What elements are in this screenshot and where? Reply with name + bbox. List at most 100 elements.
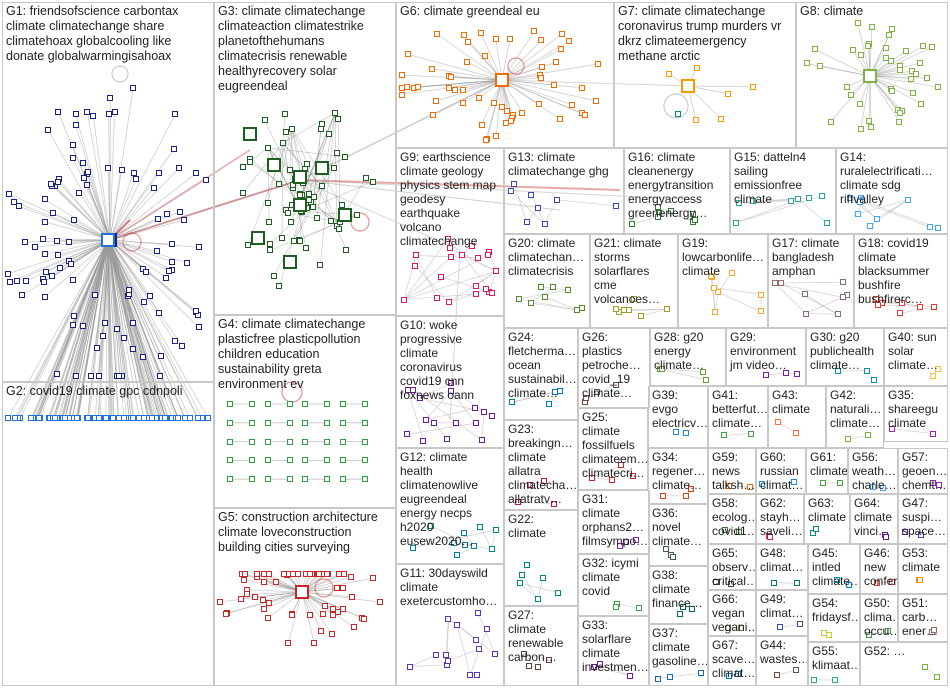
- network-node: [317, 262, 323, 268]
- group-label: G48: climat…: [760, 546, 805, 574]
- network-node: [339, 202, 345, 208]
- network-node: [340, 606, 346, 612]
- network-node: [349, 594, 355, 600]
- network-node: [227, 457, 233, 463]
- network-node: [493, 133, 499, 139]
- network-node: [291, 238, 297, 244]
- network-node: [524, 562, 530, 568]
- network-node: [249, 401, 255, 407]
- network-node: [116, 373, 122, 379]
- network-node: [888, 58, 894, 64]
- network-node: [238, 596, 244, 602]
- network-node: [265, 457, 271, 463]
- network-node: [245, 242, 251, 248]
- network-node: [324, 476, 330, 482]
- network-node: [927, 224, 933, 230]
- network-node: [524, 219, 530, 225]
- network-node: [474, 672, 480, 678]
- network-node: [171, 146, 177, 152]
- network-node: [794, 580, 800, 586]
- hub-node: [495, 73, 509, 87]
- network-node: [868, 124, 874, 130]
- network-node: [698, 670, 704, 676]
- group-box-g60: G60: russian climat…: [756, 448, 806, 494]
- network-node: [265, 145, 271, 151]
- network-node: [473, 291, 479, 297]
- network-node: [147, 293, 153, 299]
- network-node: [54, 238, 60, 244]
- network-node: [162, 415, 168, 421]
- network-node: [287, 457, 293, 463]
- network-node: [539, 64, 545, 70]
- network-node: [452, 87, 458, 93]
- network-node: [81, 175, 87, 181]
- group-box-g22: G22: climate: [504, 510, 578, 606]
- network-node: [840, 294, 846, 300]
- network-node: [240, 164, 246, 170]
- group-label: G31: climate orphans2… filmsympo…: [582, 492, 647, 548]
- group-box-g58: G58: ecolog… covid1…: [708, 494, 756, 544]
- network-node: [555, 590, 561, 596]
- group-box-g65: G65: observ… critical…: [708, 544, 756, 590]
- network-node: [5, 271, 11, 277]
- network-node: [281, 571, 287, 577]
- network-node: [485, 252, 491, 258]
- network-node: [407, 664, 413, 670]
- network-node: [177, 209, 183, 215]
- network-node: [195, 415, 201, 421]
- network-node: [404, 84, 410, 90]
- group-label: G63: climate: [808, 496, 847, 524]
- network-node: [867, 223, 873, 229]
- group-label: G6: climate greendeal eu: [400, 4, 611, 19]
- network-node: [483, 137, 489, 143]
- group-label: G40: sun solar climate…: [888, 330, 945, 372]
- group-label: G44: wastes…: [760, 638, 805, 666]
- network-node: [302, 401, 308, 407]
- network-node: [273, 579, 279, 585]
- network-node: [797, 621, 803, 627]
- network-node: [155, 216, 161, 222]
- group-box-g46: G46: new confer…: [860, 544, 898, 594]
- hub-node: [315, 161, 329, 175]
- network-node: [718, 116, 724, 122]
- group-label: G64: climate vinci…: [854, 496, 895, 538]
- network-node: [434, 295, 440, 301]
- network-node: [883, 45, 889, 51]
- network-node: [828, 119, 834, 125]
- network-node: [579, 85, 585, 91]
- network-node: [14, 278, 20, 284]
- network-node: [775, 419, 781, 425]
- network-node: [184, 260, 190, 266]
- group-label: G62: stayh… saveli…: [760, 496, 801, 538]
- group-label: G66: vegan vegani…: [712, 592, 753, 634]
- network-node: [106, 111, 112, 117]
- network-node: [52, 415, 58, 421]
- group-label: G29: environment jm video…: [730, 330, 803, 372]
- group-box-g62: G62: stayh… saveli…: [756, 494, 804, 544]
- network-node: [80, 160, 86, 166]
- network-node: [217, 599, 223, 605]
- network-node: [362, 401, 368, 407]
- group-label: G23: breakingn… climate allatra climatec…: [508, 422, 575, 506]
- network-node: [793, 667, 799, 673]
- network-node: [535, 205, 541, 211]
- network-node: [531, 28, 537, 34]
- hub-node: [267, 158, 281, 172]
- network-node: [370, 575, 376, 581]
- network-node: [935, 84, 941, 90]
- network-node: [102, 320, 108, 326]
- network-node: [22, 239, 28, 245]
- network-node: [88, 373, 94, 379]
- network-node: [324, 420, 330, 426]
- group-box-g67: G67: scave… climat…: [708, 636, 756, 686]
- network-node: [307, 612, 313, 618]
- network-node: [558, 46, 564, 52]
- network-node: [169, 241, 175, 247]
- network-node: [55, 109, 61, 115]
- network-node: [454, 552, 460, 558]
- network-node: [340, 585, 346, 591]
- network-node: [240, 190, 246, 196]
- network-node: [538, 37, 544, 43]
- group-box-g50: G50: clima… occu…: [860, 594, 898, 642]
- network-node: [12, 415, 18, 421]
